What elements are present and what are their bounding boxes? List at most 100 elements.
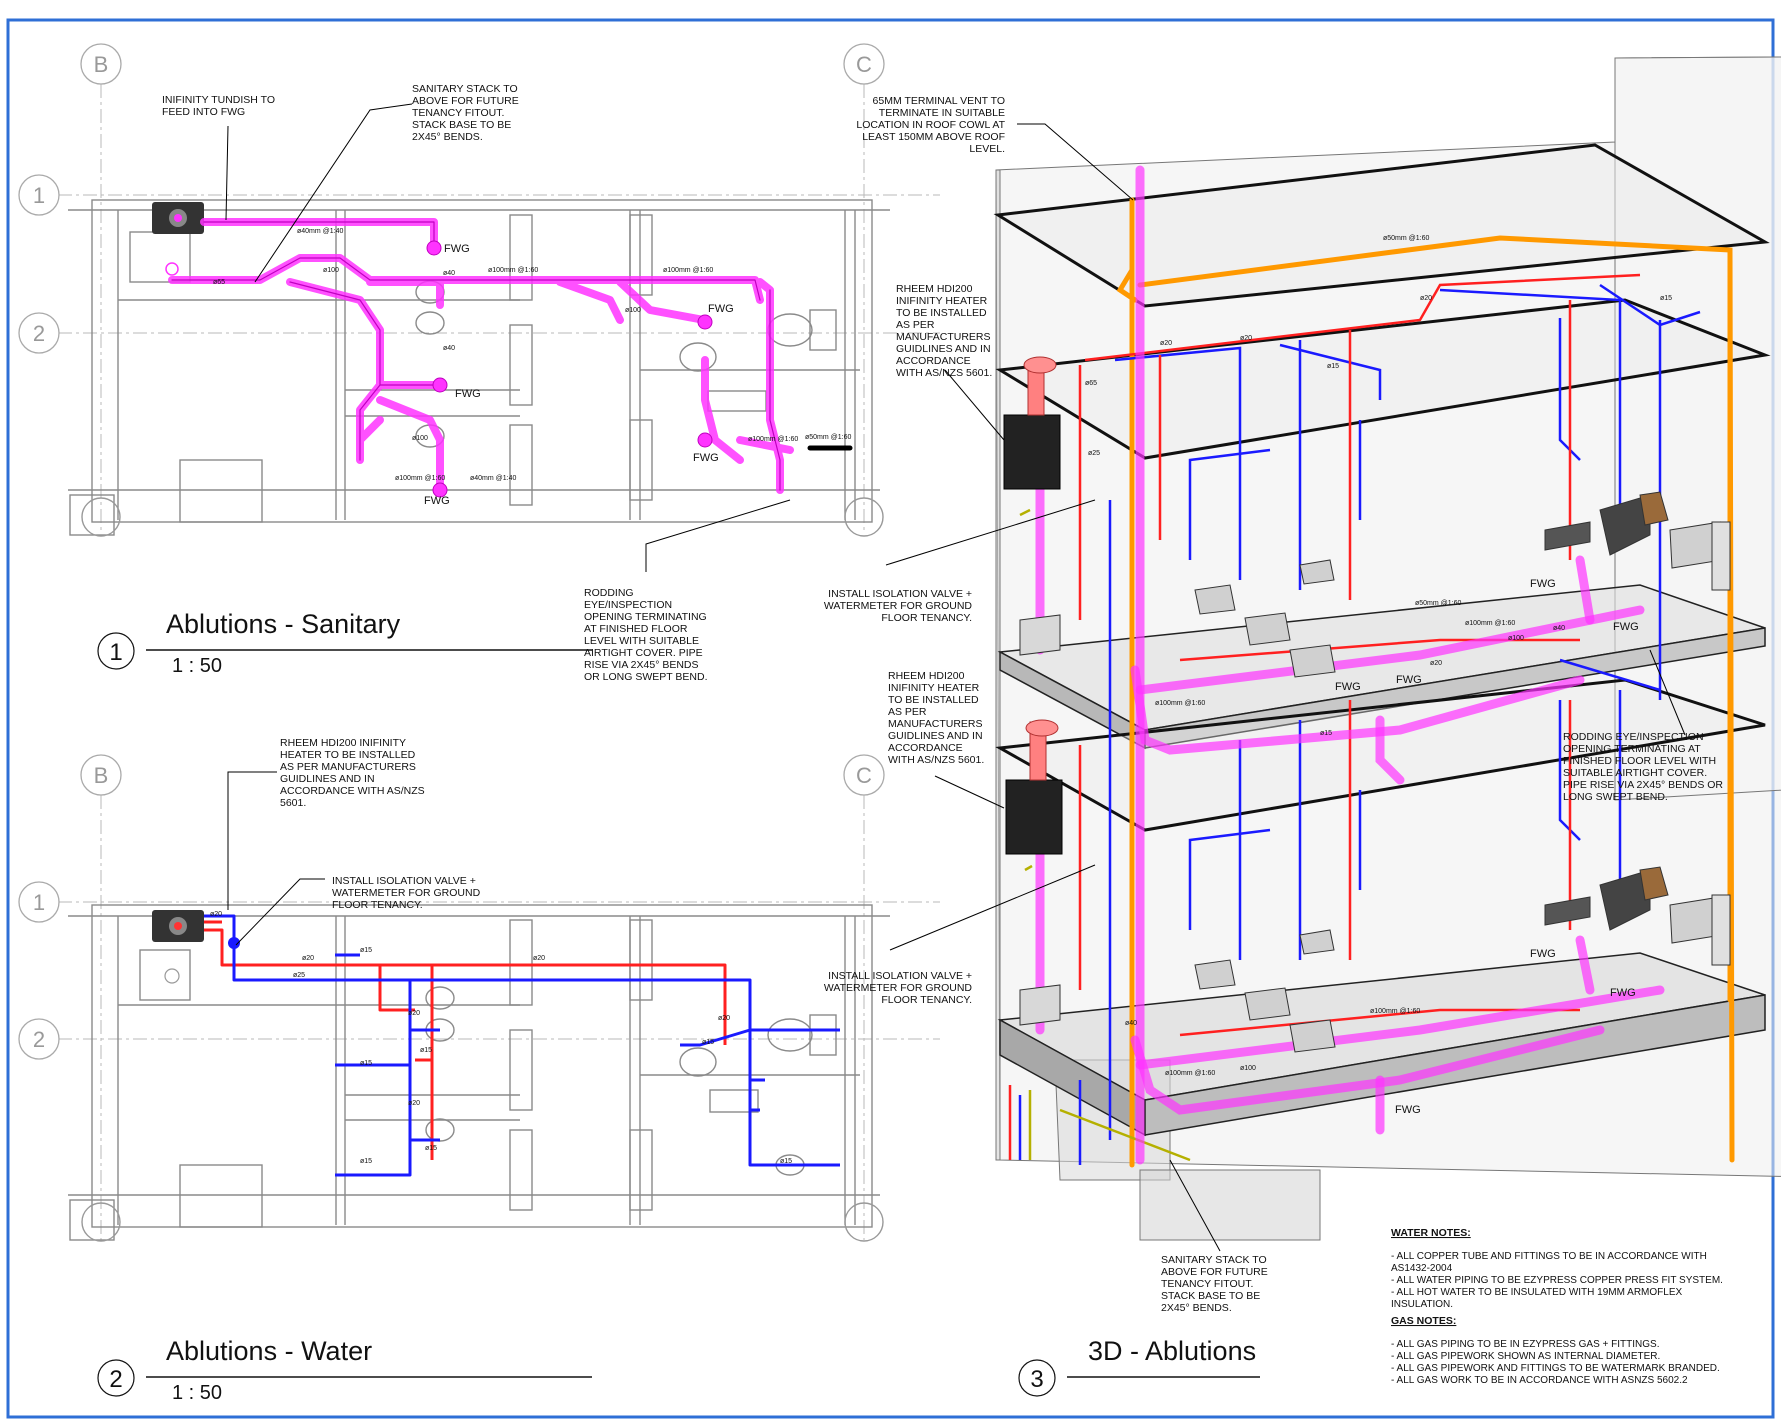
iso3d-sanitary	[1035, 165, 1665, 1165]
svg-text:FWG: FWG	[1335, 681, 1361, 693]
svg-text:RISE VIA 2X45° BENDS: RISE VIA 2X45° BENDS	[584, 659, 699, 671]
svg-text:ø15: ø15	[420, 1047, 432, 1054]
water-plan-leaders	[227, 771, 325, 946]
iso3d-hot-water	[1008, 273, 1641, 1160]
svg-text:ø15: ø15	[425, 1145, 437, 1152]
svg-text:AS1432-2004: AS1432-2004	[1391, 1263, 1453, 1274]
svg-text:3: 3	[1030, 1366, 1043, 1393]
iso3d-gas	[1019, 508, 1191, 1162]
iso3d-heater-lower	[1005, 719, 1063, 855]
svg-text:SANITARY STACK TO: SANITARY STACK TO	[412, 83, 518, 95]
svg-text:OPENING TERMINATING AT: OPENING TERMINATING AT	[1563, 743, 1701, 755]
grid-bubble-b-top: B	[80, 43, 122, 85]
svg-text:ABOVE FOR FUTURE: ABOVE FOR FUTURE	[1161, 1266, 1268, 1278]
svg-text:OPENING TERMINATING: OPENING TERMINATING	[584, 611, 707, 623]
svg-text:WATERMETER FOR GROUND: WATERMETER FOR GROUND	[824, 600, 973, 612]
callout-heater-3d-upper: RHEEM HDI200 INIFINITY HEATER TO BE INST…	[896, 283, 992, 379]
svg-text:INSTALL ISOLATION VALVE +: INSTALL ISOLATION VALVE +	[828, 588, 972, 600]
svg-text:RHEEM HDI200: RHEEM HDI200	[888, 670, 965, 682]
svg-text:TO BE INSTALLED: TO BE INSTALLED	[888, 694, 979, 706]
svg-text:ø100: ø100	[323, 267, 339, 274]
grid-bubble-2-top: 2	[18, 312, 60, 354]
svg-text:ø25: ø25	[293, 972, 305, 979]
iso3d-heater-upper	[1003, 356, 1061, 490]
svg-text:1: 1	[33, 183, 45, 208]
svg-text:WITH AS/NZS 5601.: WITH AS/NZS 5601.	[888, 754, 984, 766]
svg-text:AS PER: AS PER	[896, 319, 935, 331]
svg-text:ø15: ø15	[360, 1158, 372, 1165]
svg-text:WATERMETER FOR GROUND: WATERMETER FOR GROUND	[824, 982, 973, 994]
svg-text:GUIDLINES AND IN: GUIDLINES AND IN	[280, 773, 375, 785]
svg-text:GUIDLINES AND IN: GUIDLINES AND IN	[888, 730, 983, 742]
iso3d-slab-roof	[993, 143, 1770, 308]
grid-bubble-c-top: C	[843, 43, 885, 85]
svg-text:FWG: FWG	[693, 452, 719, 464]
svg-text:ø100mm @1:60: ø100mm @1:60	[395, 475, 445, 482]
svg-text:FWG: FWG	[424, 495, 450, 507]
svg-text:2X45° BENDS.: 2X45° BENDS.	[1161, 1302, 1232, 1314]
svg-text:STACK BASE TO BE: STACK BASE TO BE	[412, 119, 511, 131]
svg-text:ø40: ø40	[1553, 625, 1565, 632]
svg-text:RODDING: RODDING	[584, 587, 634, 599]
svg-text:RHEEM HDI200: RHEEM HDI200	[896, 283, 973, 295]
svg-text:ø20: ø20	[408, 1100, 420, 1107]
svg-text:WATERMETER FOR GROUND: WATERMETER FOR GROUND	[332, 887, 481, 899]
svg-text:LEAST 150MM ABOVE ROOF: LEAST 150MM ABOVE ROOF	[862, 131, 1005, 143]
svg-text:2: 2	[33, 1027, 45, 1052]
svg-text:ACCORDANCE: ACCORDANCE	[888, 742, 963, 754]
basin-waste	[165, 262, 179, 276]
svg-text:ø20: ø20	[533, 955, 545, 962]
svg-text:TERMINATE IN SUITABLE: TERMINATE IN SUITABLE	[879, 107, 1005, 119]
svg-text:HEATER TO BE INSTALLED: HEATER TO BE INSTALLED	[280, 749, 416, 761]
svg-text:ø65: ø65	[213, 279, 225, 286]
svg-text:OR LONG SWEPT BEND.: OR LONG SWEPT BEND.	[584, 671, 708, 683]
svg-text:AS PER: AS PER	[888, 706, 927, 718]
svg-text:ø100: ø100	[1508, 635, 1524, 642]
svg-text:RHEEM HDI200 INIFINITY: RHEEM HDI200 INIFINITY	[280, 737, 406, 749]
svg-text:ø15: ø15	[1660, 295, 1672, 302]
svg-text:2: 2	[109, 1366, 122, 1393]
iso3d-fixtures-lower	[1019, 866, 1731, 1053]
callout-terminal-vent: 65MM TERMINAL VENT TO TERMINATE IN SUITA…	[856, 95, 1005, 155]
svg-text:ABOVE FOR FUTURE: ABOVE FOR FUTURE	[412, 95, 519, 107]
svg-text:ø20: ø20	[718, 1015, 730, 1022]
svg-text:GAS NOTES:: GAS NOTES:	[1391, 1315, 1456, 1327]
water-plan-view: B C 1 2	[18, 737, 940, 1404]
svg-text:ø15: ø15	[702, 1039, 714, 1046]
svg-text:ø40mm @1:40: ø40mm @1:40	[470, 475, 517, 482]
fwg-labels-plan: FWG FWG FWG FWG FWG	[424, 243, 734, 507]
svg-text:2: 2	[33, 321, 45, 346]
svg-text:1 : 50: 1 : 50	[172, 655, 222, 677]
grid-bubble-2-bottom: 2	[18, 1018, 60, 1060]
svg-text:3D - Ablutions: 3D - Ablutions	[1088, 1336, 1256, 1366]
svg-text:ø20: ø20	[210, 911, 222, 918]
svg-text:ø100mm @1:60: ø100mm @1:60	[488, 267, 538, 274]
view-title-water: 2 Ablutions - Water 1 : 50	[97, 1336, 592, 1404]
svg-text:ø100mm @1:60: ø100mm @1:60	[1155, 700, 1205, 707]
svg-text:- ALL HOT WATER TO BE INSULATE: - ALL HOT WATER TO BE INSULATED WITH 19M…	[1391, 1287, 1682, 1298]
svg-text:ø50mm @1:60: ø50mm @1:60	[805, 434, 852, 441]
callout-sanitary-stack-plan: SANITARY STACK TO ABOVE FOR FUTURE TENAN…	[412, 83, 519, 143]
water-pipework-plan	[204, 914, 840, 1177]
svg-text:ø100mm @1:60: ø100mm @1:60	[1165, 1070, 1215, 1077]
svg-text:ø40mm @1:40: ø40mm @1:40	[297, 228, 344, 235]
svg-text:ø15: ø15	[360, 1060, 372, 1067]
svg-text:FWG: FWG	[1613, 621, 1639, 633]
iso3d-vent-pipes	[1116, 197, 1735, 1168]
svg-text:65MM TERMINAL VENT TO: 65MM TERMINAL VENT TO	[873, 95, 1005, 107]
svg-text:ø25: ø25	[1088, 450, 1100, 457]
sanitary-plan-leaders	[225, 103, 791, 572]
iso3d-leaders	[885, 123, 1686, 1252]
svg-text:FWG: FWG	[708, 303, 734, 315]
grid-bubble-1-bottom: 1	[18, 881, 60, 923]
svg-text:GUIDLINES AND IN: GUIDLINES AND IN	[896, 343, 991, 355]
svg-text:LOCATION IN ROOF COWL AT: LOCATION IN ROOF COWL AT	[856, 119, 1005, 131]
svg-text:ø40: ø40	[443, 270, 455, 277]
svg-text:MANUFACTURERS: MANUFACTURERS	[888, 718, 983, 730]
svg-text:2X45° BENDS.: 2X45° BENDS.	[412, 131, 483, 143]
svg-text:C: C	[856, 52, 872, 77]
iso3d-pipe-size-labels: ø50mm @1:60 ø50mm @1:60 ø20 ø20 ø20 ø20 …	[1085, 235, 1672, 1077]
svg-text:Ablutions - Sanitary: Ablutions - Sanitary	[166, 609, 401, 639]
grid-bubble-1-top: 1	[18, 174, 60, 216]
svg-text:FLOOR TENANCY.: FLOOR TENANCY.	[881, 612, 972, 624]
